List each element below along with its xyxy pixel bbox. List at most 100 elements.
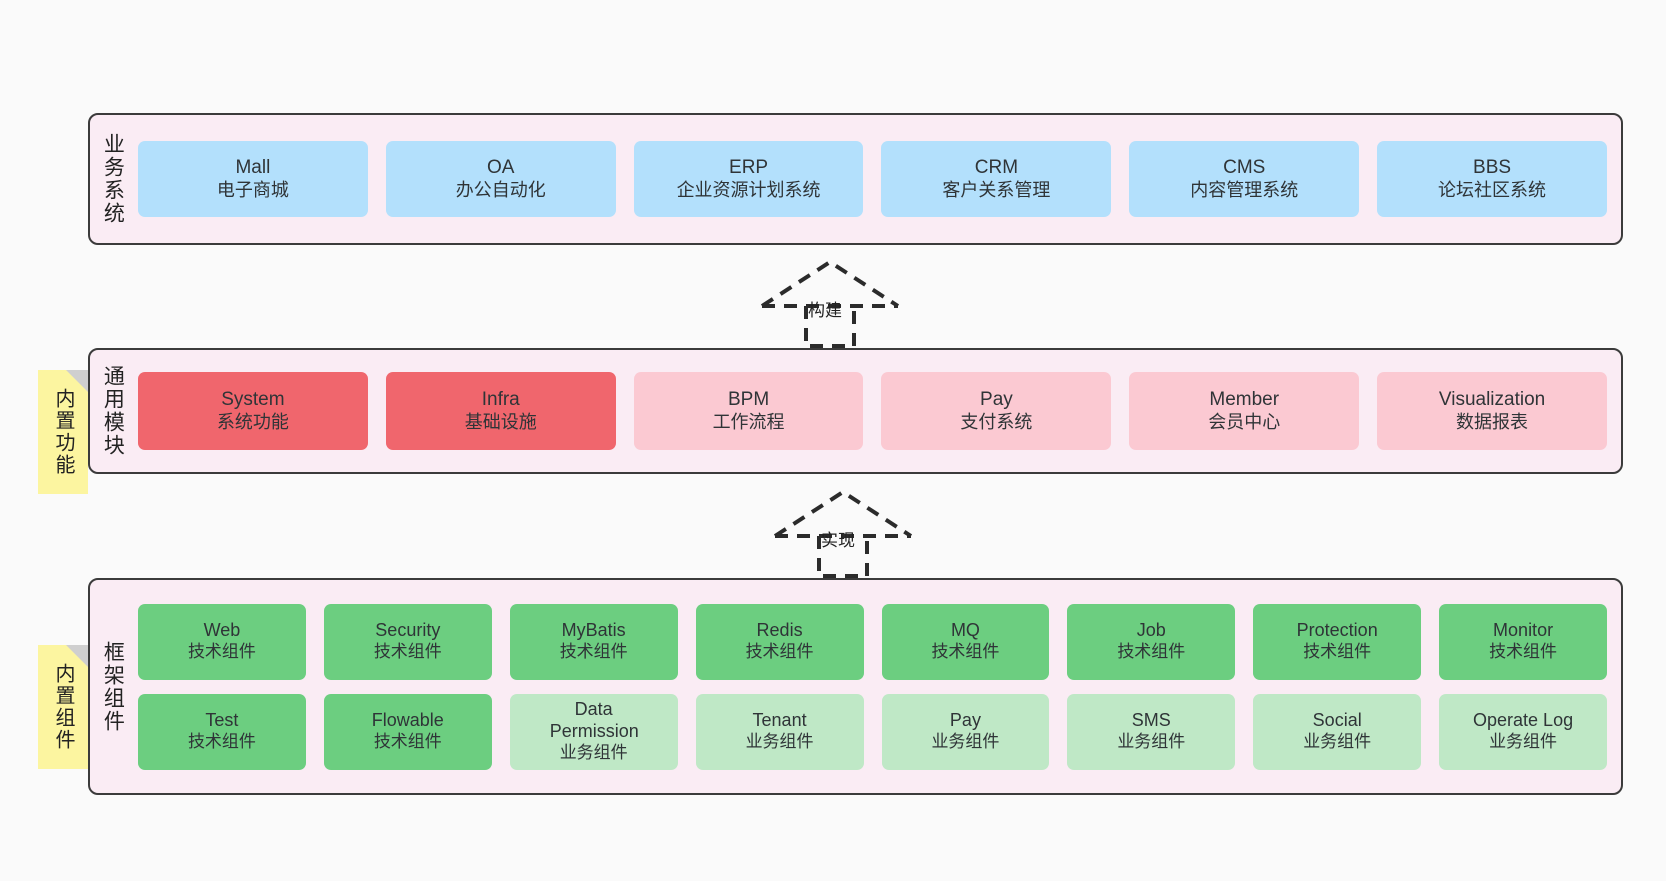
component-card-protection[interactable]: Protection 技术组件	[1253, 603, 1422, 680]
module-card-visualization[interactable]: Visualization 数据报表	[1377, 372, 1607, 450]
component-card-mq-title: MQ	[950, 620, 980, 641]
module-card-pay-title: Pay	[980, 389, 1013, 411]
module-card-oa-subtitle: 办公自动化	[455, 179, 546, 200]
component-card-web-title: Web	[203, 620, 241, 641]
component-card-pay-subtitle: 业务组件	[931, 732, 1000, 752]
module-card-infra[interactable]: Infra 基础设施	[385, 372, 616, 450]
layer-framework-component: 框架组件 Web 技术组件 Security 技术组件	[88, 578, 1623, 795]
component-card-flowable[interactable]: Flowable 技术组件	[323, 693, 492, 770]
component-card-test-title: Test	[205, 710, 239, 731]
component-card-security-title: Security	[375, 620, 441, 641]
layer-framework-row-technical: Web 技术组件 Security 技术组件 MyBatis 技术组件	[138, 603, 1607, 680]
component-card-tenant[interactable]: Tenant 业务组件	[695, 693, 864, 770]
module-card-erp[interactable]: ERP 企业资源计划系统	[633, 141, 864, 217]
component-card-mq-subtitle: 技术组件	[931, 642, 1000, 662]
module-card-crm-title: CRM	[974, 157, 1019, 179]
module-card-member-title: Member	[1209, 389, 1280, 411]
module-card-infra-subtitle: 基础设施	[464, 411, 537, 432]
component-card-mybatis[interactable]: MyBatis 技术组件	[509, 603, 678, 680]
component-card-sms-subtitle: 业务组件	[1117, 732, 1186, 752]
component-card-web[interactable]: Web 技术组件	[138, 603, 306, 680]
component-card-pay[interactable]: Pay 业务组件	[881, 693, 1050, 770]
module-card-system-title: System	[221, 389, 285, 411]
module-card-oa-title: OA	[487, 157, 515, 179]
component-card-test-subtitle: 技术组件	[187, 732, 256, 752]
component-card-social-title: Social	[1312, 710, 1362, 731]
component-card-flowable-subtitle: 技术组件	[373, 732, 442, 752]
module-card-bpm-subtitle: 工作流程	[712, 411, 785, 432]
module-card-mall-subtitle: 电子商城	[216, 179, 289, 200]
layer-common-module: 通用模块 System 系统功能 Infra 基础设施	[88, 348, 1623, 474]
module-card-bpm[interactable]: BPM 工作流程	[633, 372, 864, 450]
component-card-job-subtitle: 技术组件	[1117, 642, 1186, 662]
component-card-flowable-title: Flowable	[371, 710, 444, 731]
component-card-monitor-title: Monitor	[1493, 620, 1554, 641]
component-card-pay-title: Pay	[949, 710, 981, 731]
module-card-bbs-subtitle: 论坛社区系统	[1438, 179, 1547, 200]
module-card-cms-subtitle: 内容管理系统	[1190, 179, 1299, 200]
component-card-redis-subtitle: 技术组件	[745, 642, 814, 662]
module-card-mall-title: Mall	[235, 157, 271, 179]
component-card-test[interactable]: Test 技术组件	[138, 693, 306, 770]
component-card-social[interactable]: Social 业务组件	[1253, 693, 1422, 770]
connector-build: 构建	[760, 258, 900, 348]
module-card-pay[interactable]: Pay 支付系统	[881, 372, 1112, 450]
module-card-visualization-title: Visualization	[1438, 389, 1546, 411]
connector-implement: 实现	[773, 488, 913, 578]
layer-common-module-label: 通用模块	[101, 365, 125, 457]
connector-implement-label: 实现	[821, 531, 855, 550]
component-card-monitor-subtitle: 技术组件	[1489, 642, 1558, 662]
component-card-web-subtitle: 技术组件	[187, 642, 256, 662]
module-card-member[interactable]: Member 会员中心	[1129, 372, 1360, 450]
module-card-infra-title: Infra	[481, 389, 520, 411]
note-builtin-component: 内置组件	[38, 645, 88, 769]
component-card-protection-subtitle: 技术组件	[1303, 642, 1372, 662]
connector-build-arrowhead	[760, 259, 900, 308]
component-card-operate-log[interactable]: Operate Log 业务组件	[1439, 693, 1607, 770]
module-card-crm-subtitle: 客户关系管理	[942, 179, 1051, 200]
module-card-pay-subtitle: 支付系统	[960, 411, 1033, 432]
module-card-bbs-title: BBS	[1473, 157, 1512, 179]
layer-common-module-body: System 系统功能 Infra 基础设施 BPM 工作流程	[134, 350, 1621, 472]
layer-business-system: 业务系统 Mall 电子商城 OA 办公自动化 E	[88, 113, 1623, 245]
component-card-mybatis-title: MyBatis	[561, 620, 626, 641]
note-fold-corner-icon	[66, 370, 88, 392]
module-card-oa[interactable]: OA 办公自动化	[385, 141, 616, 217]
layer-business-system-body: Mall 电子商城 OA 办公自动化 ERP 企业资源计划系统	[134, 115, 1621, 243]
component-card-mybatis-subtitle: 技术组件	[559, 642, 628, 662]
component-card-job[interactable]: Job 技术组件	[1067, 603, 1236, 680]
component-card-job-title: Job	[1136, 620, 1166, 641]
module-card-crm[interactable]: CRM 客户关系管理	[881, 141, 1112, 217]
connector-implement-arrowhead	[773, 489, 913, 538]
module-card-bbs[interactable]: BBS 论坛社区系统	[1377, 141, 1607, 217]
note-builtin-feature-text: 内置功能	[52, 388, 74, 476]
module-card-visualization-subtitle: 数据报表	[1456, 411, 1529, 432]
module-card-mall[interactable]: Mall 电子商城	[138, 141, 368, 217]
component-card-operate-log-title: Operate Log	[1473, 710, 1574, 731]
component-card-redis-title: Redis	[756, 620, 803, 641]
component-card-security[interactable]: Security 技术组件	[323, 603, 492, 680]
component-card-security-subtitle: 技术组件	[373, 642, 442, 662]
layer-framework-component-body: Web 技术组件 Security 技术组件 MyBatis 技术组件	[134, 580, 1621, 793]
layer-business-system-row: Mall 电子商城 OA 办公自动化 ERP 企业资源计划系统	[138, 141, 1607, 217]
module-card-system[interactable]: System 系统功能	[138, 372, 368, 450]
component-card-mq[interactable]: MQ 技术组件	[881, 603, 1050, 680]
component-card-protection-title: Protection	[1296, 620, 1378, 641]
module-card-bpm-title: BPM	[727, 389, 770, 411]
component-card-data-permission-subtitle: 业务组件	[559, 743, 628, 763]
component-card-redis[interactable]: Redis 技术组件	[695, 603, 864, 680]
component-card-data-permission-title: Data Permission	[549, 699, 639, 742]
layer-framework-row-business: Test 技术组件 Flowable 技术组件 Data Permission …	[138, 693, 1607, 770]
component-card-sms[interactable]: SMS 业务组件	[1067, 693, 1236, 770]
module-card-cms-title: CMS	[1223, 157, 1266, 179]
note-builtin-component-text: 内置组件	[52, 663, 74, 751]
module-card-erp-title: ERP	[729, 157, 769, 179]
component-card-sms-title: SMS	[1131, 710, 1171, 731]
module-card-cms[interactable]: CMS 内容管理系统	[1129, 141, 1360, 217]
component-card-tenant-subtitle: 业务组件	[745, 732, 814, 752]
layer-common-module-row: System 系统功能 Infra 基础设施 BPM 工作流程	[138, 372, 1607, 450]
component-card-data-permission[interactable]: Data Permission 业务组件	[509, 693, 678, 770]
note-fold-corner-icon	[66, 645, 88, 667]
component-card-monitor[interactable]: Monitor 技术组件	[1439, 603, 1607, 680]
